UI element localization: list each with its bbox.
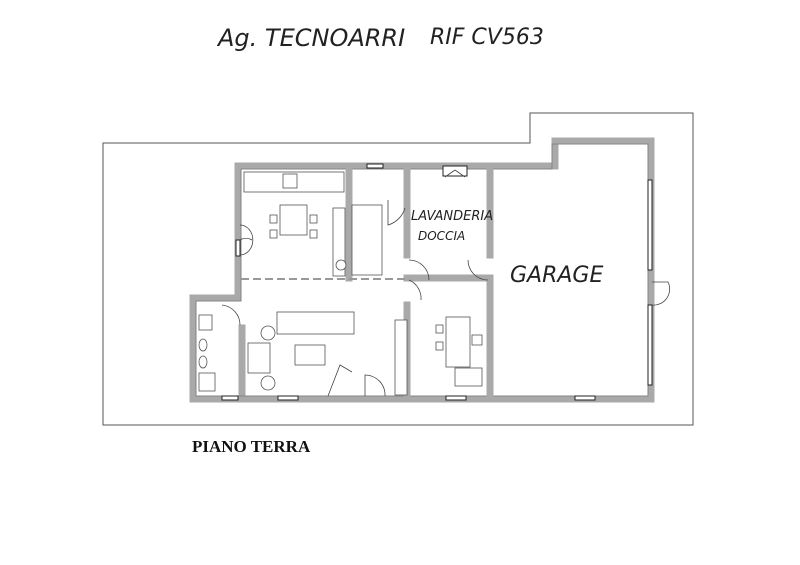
lot-boundary bbox=[102, 112, 694, 426]
exterior-walls bbox=[189, 137, 655, 403]
reference-handwriting: RIF CV563 bbox=[430, 25, 544, 50]
room-label-laundry: LAVANDERIA bbox=[411, 209, 493, 224]
windows bbox=[221, 163, 653, 401]
room-label-shower: DOCCIA bbox=[418, 229, 465, 243]
floor-title: PIANO TERRA bbox=[192, 437, 311, 456]
doors bbox=[221, 169, 671, 397]
agency-handwriting: Ag. TECNOARRI bbox=[216, 24, 405, 52]
room-label-garage: GARAGE bbox=[510, 263, 603, 288]
furniture bbox=[198, 171, 483, 396]
